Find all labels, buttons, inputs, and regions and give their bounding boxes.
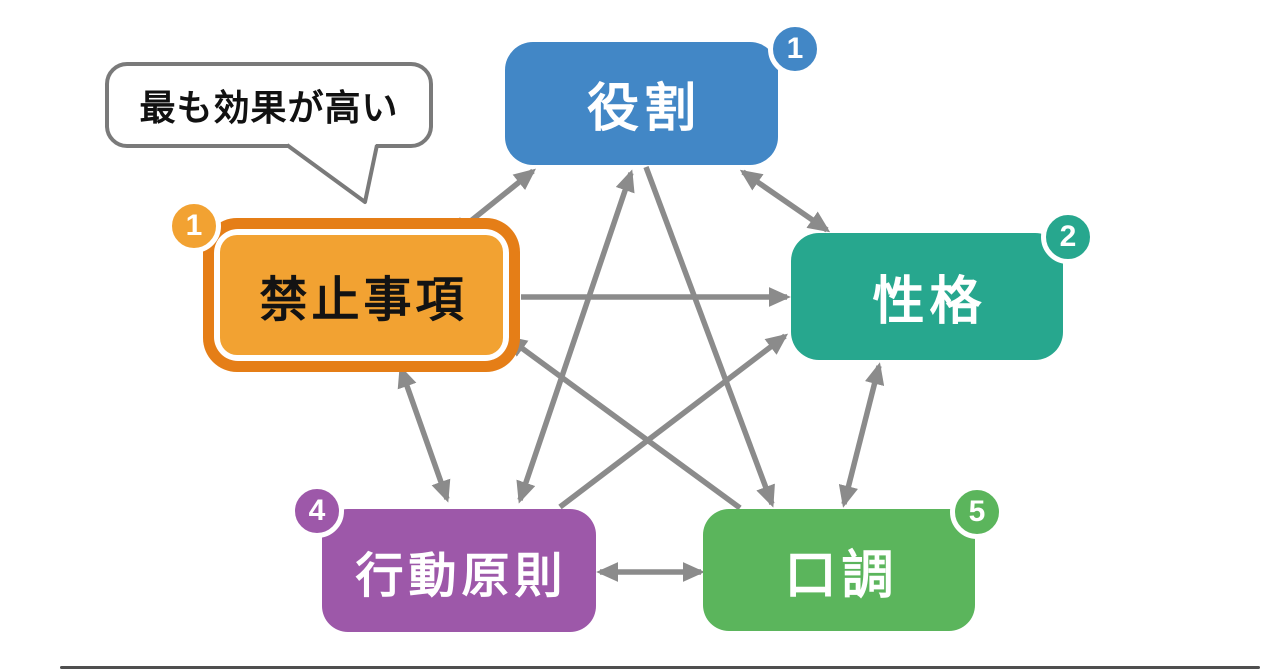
node-prohibitions-badge: 1 [167,199,221,253]
node-prohibitions: 禁止事項 [203,218,520,372]
node-tone-badge: 5 [950,485,1004,539]
edge-role-personality [739,169,831,233]
node-prohibitions-badge-number: 1 [185,209,203,242]
node-personality-badge-number: 2 [1059,220,1077,253]
node-role: 役割 [505,42,778,165]
node-tone-badge-number: 5 [968,495,986,528]
node-personality: 性格 [791,233,1063,360]
node-prohibitions-gap: 禁止事項 [214,229,509,361]
node-tone: 口調 [703,509,975,631]
node-role-badge-number: 1 [786,32,804,65]
node-role-badge: 1 [768,22,822,76]
node-principles: 行動原則 [322,509,596,632]
edge-principles-personality [558,333,789,510]
edge-role-tone [643,166,775,508]
callout-bubble: 最も効果が高い [105,62,433,148]
callout-tail [285,143,379,204]
edge-principles-role [516,169,635,504]
edge-tone-prohibitions [504,335,742,511]
bottom-edge-line [60,666,1260,669]
node-role-label: 役割 [586,80,701,138]
node-principles-badge-number: 4 [308,494,326,527]
edge-personality-tone [838,362,885,508]
node-prohibitions-label: 禁止事項 [259,274,468,327]
node-personality-badge: 2 [1041,210,1095,264]
node-principles-badge: 4 [290,484,344,538]
edge-prohibitions-principles [397,365,451,503]
node-tone-label: 口調 [784,546,899,605]
node-prohibitions-inner: 禁止事項 [220,235,503,355]
node-principles-label: 行動原則 [355,549,568,603]
node-personality-label: 性格 [872,273,987,331]
callout-text: 最も効果が高い [139,87,399,128]
